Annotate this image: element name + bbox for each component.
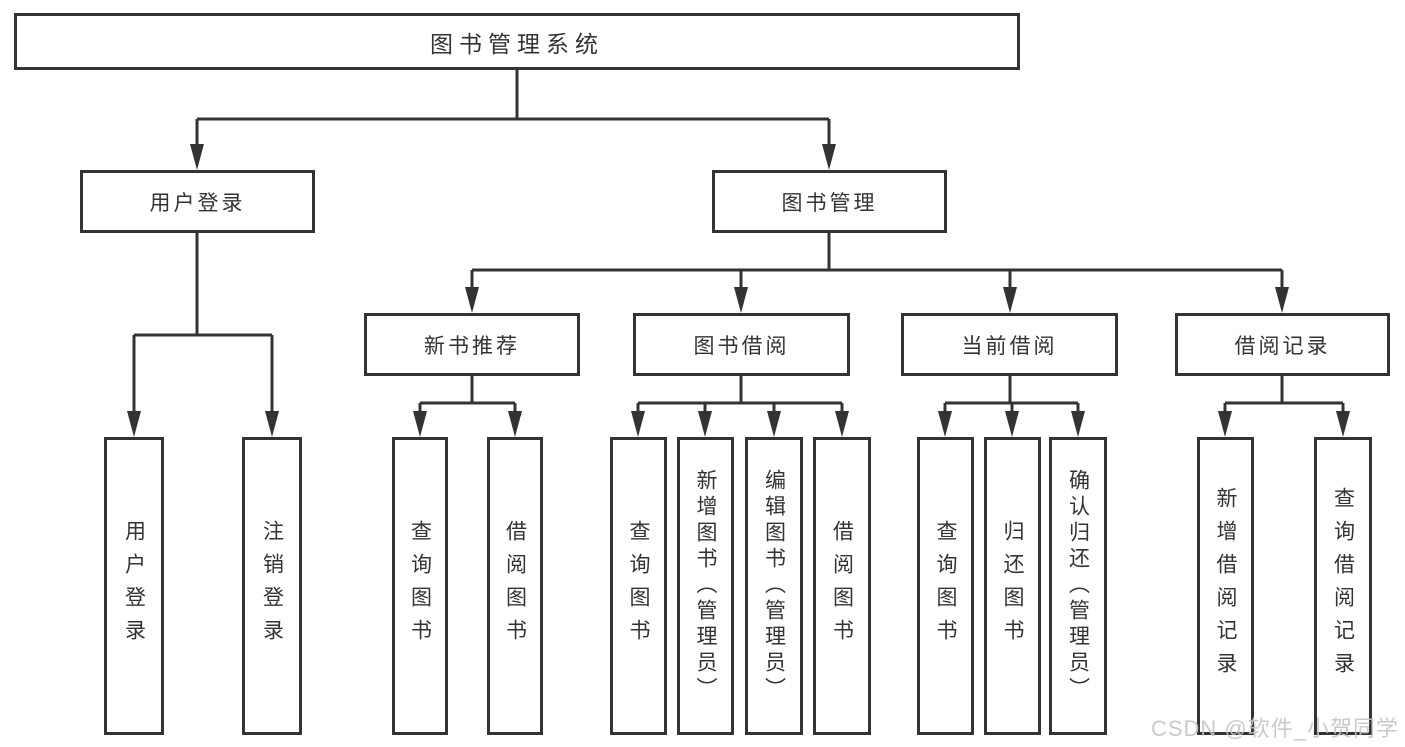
leaf-query-books-2: 查询图书 — [610, 437, 667, 735]
arrowhead-icon — [822, 144, 836, 170]
leaf-add-borrow-record: 新增借阅记录 — [1197, 437, 1254, 735]
leaf-query-books-3: 查询图书 — [917, 437, 974, 735]
arrowhead-icon — [698, 411, 712, 437]
leaf-query-books-1: 查询图书 — [392, 437, 448, 735]
leaf-label: 查询图书 — [408, 520, 432, 652]
arrowhead-icon — [265, 411, 279, 437]
arrowhead-icon — [767, 411, 781, 437]
arrowhead-icon — [938, 411, 952, 437]
leaf-query-borrow-record: 查询借阅记录 — [1314, 437, 1372, 735]
arrowhead-icon — [835, 411, 849, 437]
arrowhead-icon — [1336, 411, 1350, 437]
watermark: CSDN @软件_小贺同学 — [1150, 716, 1399, 741]
node-user-login: 用户登录 — [80, 170, 315, 233]
arrowhead-icon — [1071, 411, 1085, 437]
node-new-book-recommend: 新书推荐 — [364, 313, 580, 376]
leaf-borrow-books-1: 借阅图书 — [487, 437, 543, 735]
leaf-confirm-return-admin: 确认归还（管理员） — [1049, 437, 1107, 735]
leaf-edit-books-admin: 编辑图书（管理员） — [745, 437, 803, 735]
connector-bookmgmt-to-level3 — [470, 233, 1284, 301]
connector-root-to-level2 — [195, 70, 831, 158]
arrowhead-icon — [508, 411, 522, 437]
arrowhead-icon — [465, 287, 479, 313]
leaf-logout: 注销登录 — [242, 437, 302, 735]
leaf-label: 注销登录 — [260, 520, 284, 652]
arrowhead-icon — [1003, 287, 1017, 313]
arrowhead-icon — [1218, 411, 1232, 437]
arrowhead-icon — [1275, 287, 1289, 313]
connector-newbooks-to-leaves — [418, 376, 517, 425]
leaf-add-books-admin: 新增图书（管理员） — [677, 437, 734, 735]
leaf-label: 归还图书 — [1001, 520, 1024, 652]
leaf-label: 新增图书（管理员） — [694, 469, 717, 703]
node-borrow-records: 借阅记录 — [1175, 313, 1390, 376]
arrowhead-icon — [1005, 411, 1019, 437]
leaf-label: 用户登录 — [122, 520, 146, 652]
leaf-label: 新增借阅记录 — [1214, 487, 1237, 685]
connector-records-to-leaves — [1223, 376, 1345, 425]
arrowhead-icon — [413, 411, 427, 437]
arrowhead-icon — [127, 411, 141, 437]
leaf-label: 借阅图书 — [830, 520, 854, 652]
leaf-label: 借阅图书 — [503, 520, 527, 652]
leaf-label: 查询借阅记录 — [1331, 487, 1355, 685]
node-book-management: 图书管理 — [712, 170, 947, 233]
node-label: 借阅记录 — [1234, 334, 1331, 358]
node-root-label: 图书管理系统 — [430, 30, 604, 57]
node-label: 图书管理 — [781, 191, 878, 215]
connector-borrow-to-leaves — [636, 376, 844, 425]
node-root: 图书管理系统 — [14, 13, 1020, 70]
leaf-user-login: 用户登录 — [104, 437, 164, 735]
node-label: 图书借阅 — [693, 334, 790, 358]
leaf-label: 编辑图书（管理员） — [762, 469, 786, 703]
leaf-label: 查询图书 — [627, 520, 650, 652]
arrowhead-icon — [190, 144, 204, 170]
arrowhead-icon — [734, 287, 748, 313]
leaf-return-books: 归还图书 — [984, 437, 1041, 735]
node-label: 新书推荐 — [424, 334, 520, 358]
node-current-borrowing: 当前借阅 — [901, 313, 1118, 376]
arrowhead-icon — [631, 411, 645, 437]
node-label: 当前借阅 — [961, 334, 1058, 358]
leaf-label: 查询图书 — [934, 520, 957, 652]
node-label: 用户登录 — [149, 191, 246, 215]
connector-userlogin-to-leaves — [132, 233, 274, 425]
node-book-borrowing: 图书借阅 — [633, 313, 850, 376]
leaf-label: 确认归还（管理员） — [1066, 469, 1090, 703]
leaf-borrow-books-2: 借阅图书 — [813, 437, 871, 735]
